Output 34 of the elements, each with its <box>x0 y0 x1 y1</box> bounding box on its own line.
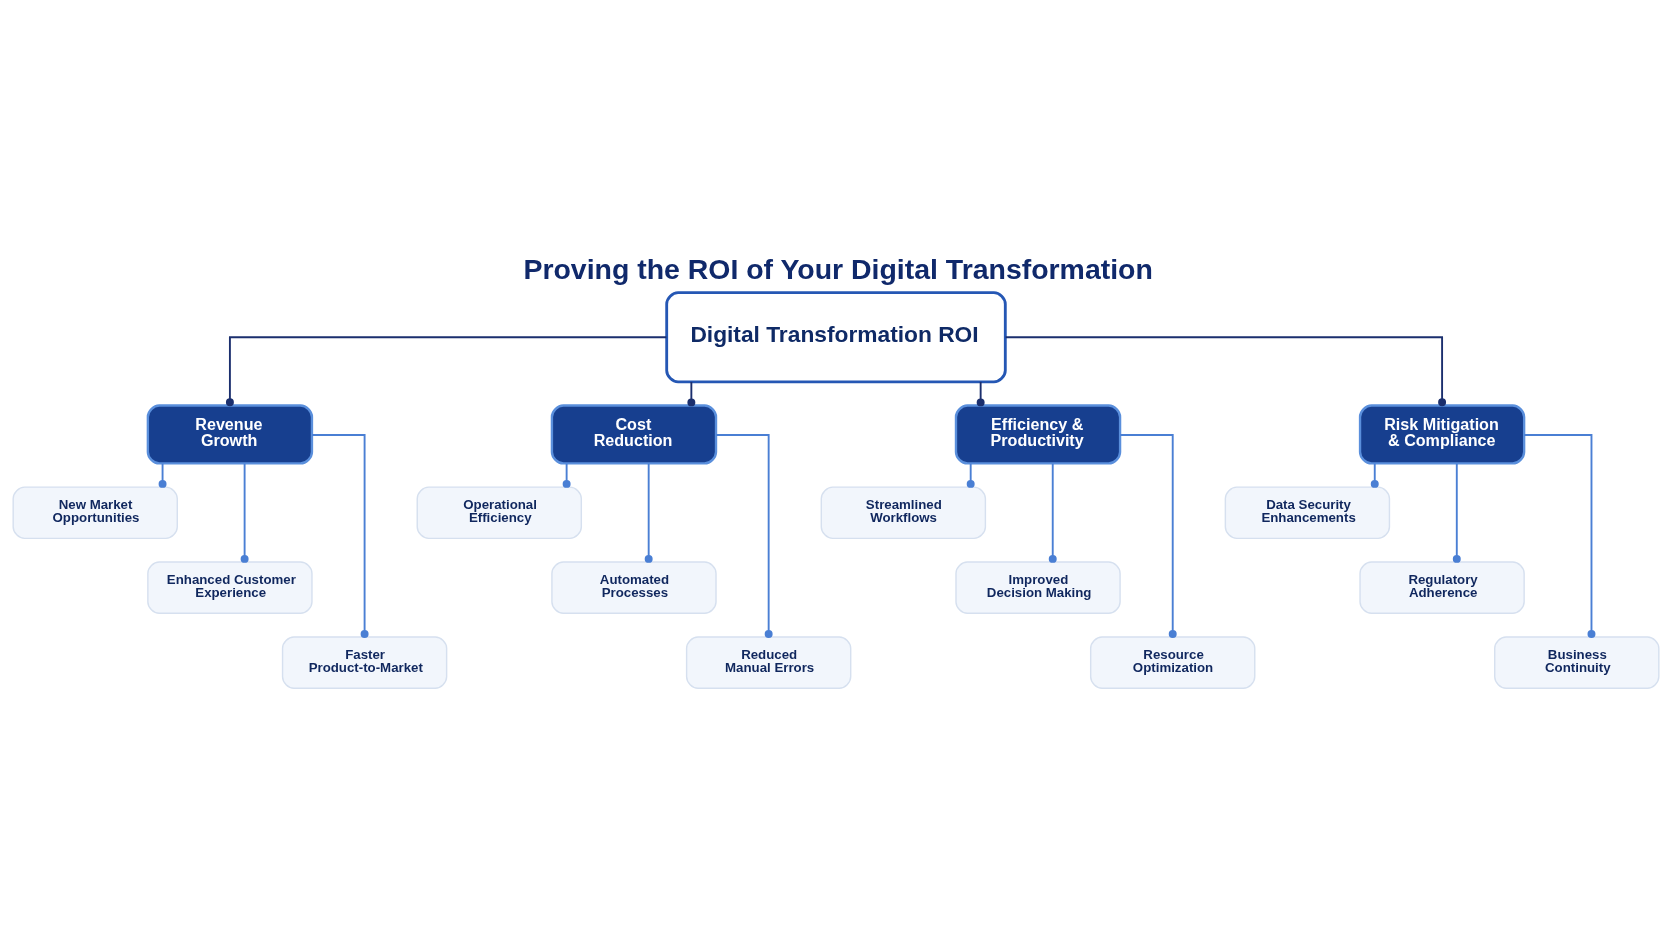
node-box: Automated Processes <box>551 560 717 614</box>
connector <box>1119 433 1177 638</box>
connector <box>644 462 653 563</box>
connector <box>562 462 571 488</box>
node-box: Improved Decision Making <box>955 560 1121 614</box>
node-box: Streamlined Workflows <box>820 485 987 539</box>
node-box: Faster Product-to-Market <box>281 635 448 689</box>
node-box: Resource Optimization <box>1089 635 1256 689</box>
node-box: Revenue Growth <box>146 403 314 465</box>
diagram-title: Proving the ROI of Your Digital Transformation <box>523 252 1153 285</box>
node-box: Operational Efficiency <box>416 485 583 539</box>
node-box: Risk Mitigation & Compliance <box>1358 403 1526 465</box>
connector <box>1370 462 1379 488</box>
node-box: Enhanced Customer Experience <box>147 560 313 614</box>
connector <box>1523 433 1596 638</box>
node-box: Business Continuity <box>1494 635 1660 689</box>
connector <box>966 462 975 488</box>
node-box: New Market Opportunities <box>12 485 178 539</box>
connector <box>1004 335 1447 406</box>
connector <box>311 433 369 638</box>
connector <box>225 335 668 406</box>
connector <box>158 462 167 488</box>
connector <box>976 380 985 406</box>
node-box: Digital Transformation ROI <box>665 290 1007 383</box>
connector <box>1048 462 1057 563</box>
node-box: Cost Reduction <box>550 403 718 465</box>
node-box: Efficiency & Productivity <box>954 403 1122 465</box>
node-box: Reduced Manual Errors <box>685 635 852 689</box>
connector <box>715 433 773 638</box>
connector <box>1452 462 1461 563</box>
node-box: Data Security Enhancements <box>1224 485 1391 539</box>
node-box: Regulatory Adherence <box>1359 560 1525 614</box>
connector <box>687 380 696 406</box>
connector <box>240 462 249 563</box>
